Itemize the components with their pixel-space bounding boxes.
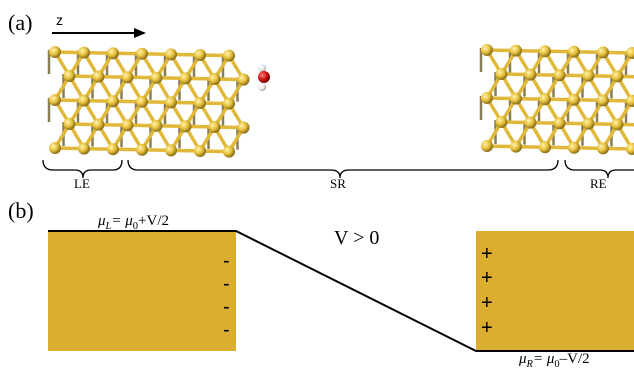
gold-atom bbox=[568, 142, 580, 154]
positive-charge-sign: + bbox=[481, 293, 493, 313]
gold-atom bbox=[122, 71, 134, 83]
gold-atom bbox=[78, 47, 90, 59]
gold-atom bbox=[510, 141, 522, 153]
gold-atom bbox=[539, 93, 551, 105]
gold-atom bbox=[223, 50, 235, 62]
gold-atom bbox=[223, 98, 235, 110]
gold-atom bbox=[223, 146, 235, 158]
re-label: RE bbox=[590, 176, 607, 192]
gold-atom bbox=[165, 144, 177, 156]
negative-charge-sign: - bbox=[223, 320, 230, 340]
gold-atom bbox=[165, 48, 177, 60]
negative-charge-sign: - bbox=[223, 297, 230, 317]
water-molecule bbox=[258, 64, 270, 91]
left-chemical-potential-label: μL= μ0+V/2 bbox=[98, 213, 169, 232]
gold-atom bbox=[597, 46, 609, 58]
gold-atom bbox=[122, 119, 134, 131]
gold-atom bbox=[539, 141, 551, 153]
gold-atom bbox=[136, 144, 148, 156]
gold-atom bbox=[481, 140, 493, 152]
gold-atom bbox=[136, 48, 148, 60]
gold-atom bbox=[180, 120, 192, 132]
gold-atom bbox=[238, 122, 250, 134]
gold-atom bbox=[107, 47, 119, 59]
gold-atom bbox=[151, 120, 163, 132]
gold-atom bbox=[107, 143, 119, 155]
gold-atom bbox=[568, 94, 580, 106]
gold-atom bbox=[180, 72, 192, 84]
gold-atom bbox=[209, 121, 221, 133]
gold-atom bbox=[78, 143, 90, 155]
gold-atom bbox=[525, 69, 537, 81]
gold-atom bbox=[583, 70, 595, 82]
gold-atom bbox=[165, 96, 177, 108]
gold-atom bbox=[510, 93, 522, 105]
gold-atom bbox=[93, 71, 105, 83]
positive-charge-sign: + bbox=[481, 244, 493, 264]
gold-atom bbox=[151, 72, 163, 84]
hydrogen-atom bbox=[258, 83, 266, 91]
gold-atom bbox=[554, 69, 566, 81]
gold-atom bbox=[64, 118, 76, 130]
panel-a-label: (a) bbox=[8, 10, 32, 36]
right-electrode-lattice bbox=[481, 44, 634, 171]
left-electrode-block bbox=[48, 231, 236, 351]
gold-atom bbox=[481, 44, 493, 56]
gold-atom bbox=[238, 74, 250, 86]
left-electrode-lattice bbox=[49, 46, 250, 174]
gold-atom bbox=[64, 70, 76, 82]
gold-atom bbox=[194, 145, 206, 157]
gold-atom bbox=[597, 94, 609, 106]
gold-atom bbox=[612, 118, 624, 130]
gold-atom bbox=[49, 46, 61, 58]
gold-atom bbox=[496, 116, 508, 128]
le-label: LE bbox=[74, 176, 90, 192]
positive-charge-sign: + bbox=[481, 318, 493, 338]
negative-charge-sign: - bbox=[223, 274, 230, 294]
positive-charge-sign: + bbox=[481, 268, 493, 288]
bias-label: V > 0 bbox=[334, 227, 379, 250]
panel-b-label: (b) bbox=[8, 198, 34, 224]
oxygen-atom bbox=[258, 71, 270, 83]
right-chemical-potential-label: μR= μ0–V/2 bbox=[519, 351, 590, 370]
gold-atom bbox=[93, 119, 105, 131]
gold-atom bbox=[78, 95, 90, 107]
lattice-bonds bbox=[487, 50, 634, 149]
gold-atom bbox=[597, 142, 609, 154]
gold-atom bbox=[554, 117, 566, 129]
z-axis-label: z bbox=[56, 12, 63, 28]
gold-atom bbox=[481, 92, 493, 104]
gold-atom bbox=[49, 94, 61, 106]
gold-atom bbox=[568, 46, 580, 58]
gold-atom bbox=[510, 45, 522, 57]
gold-atom bbox=[209, 73, 221, 85]
right-electrode-block bbox=[476, 231, 634, 351]
hydrogen-atom bbox=[258, 64, 266, 72]
gold-atom bbox=[107, 95, 119, 107]
gold-atom bbox=[136, 96, 148, 108]
gold-atom bbox=[525, 117, 537, 129]
gold-atom bbox=[539, 45, 551, 57]
gold-atom bbox=[194, 97, 206, 109]
gold-atom bbox=[496, 68, 508, 80]
negative-charge-sign: - bbox=[223, 251, 230, 271]
gold-atom bbox=[49, 142, 61, 154]
gold-atom bbox=[583, 118, 595, 130]
z-axis-arrow bbox=[52, 28, 146, 38]
gold-atom bbox=[194, 49, 206, 61]
sr-label: SR bbox=[330, 176, 346, 192]
gold-atom bbox=[612, 70, 624, 82]
